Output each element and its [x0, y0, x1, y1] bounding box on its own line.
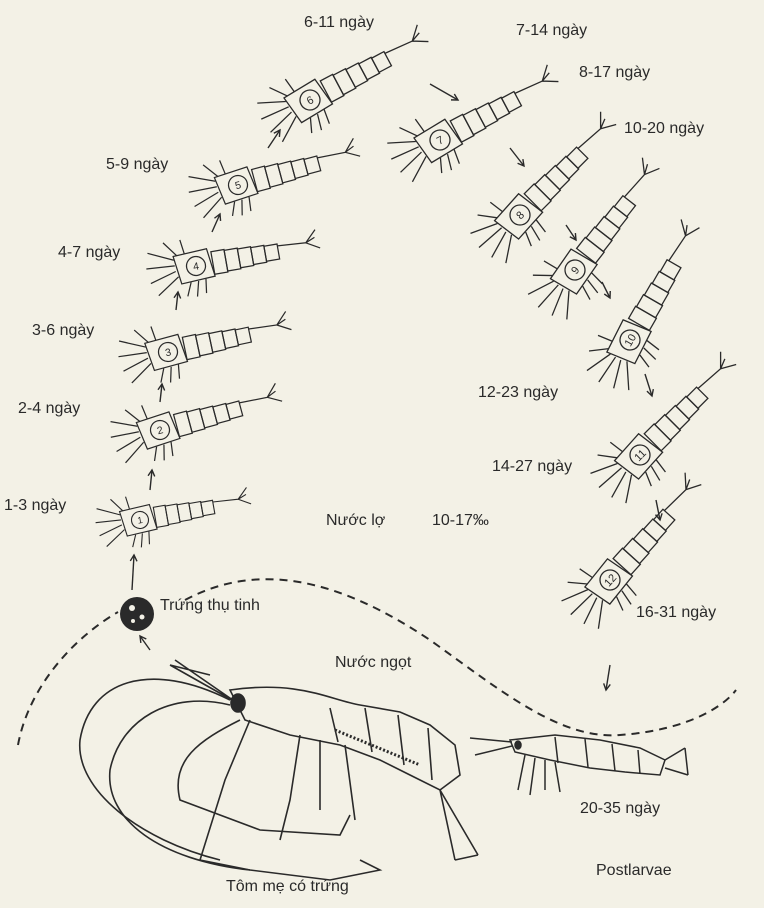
larva-stage-number: 3 — [164, 347, 172, 359]
stage-6-days-label: 6-11 ngày — [304, 14, 374, 32]
stage-9-days-label: 10-20 ngày — [624, 120, 704, 138]
larva-stage-number: 11 — [632, 447, 649, 464]
stage-11-days-label: 14-27 ngày — [492, 458, 572, 476]
stage-5-days-label: 5-9 ngày — [106, 156, 168, 174]
fertilized-egg-label: Trứng thụ tinh — [160, 597, 260, 615]
larva-11: 11 — [582, 340, 756, 514]
larva-stage-number: 8 — [514, 209, 527, 222]
stage-10-days-label: 12-23 ngày — [478, 384, 558, 402]
larva-stage-number: 6 — [305, 94, 316, 107]
mother-shrimp-label: Tôm mẹ có trứng — [226, 878, 349, 896]
fertilized-egg-icon — [120, 597, 154, 631]
larva-stage-number: 2 — [156, 425, 165, 437]
stage-arrow — [430, 84, 458, 100]
stage-4-days-label: 4-7 ngày — [58, 244, 120, 262]
larva-4: 4 — [142, 216, 324, 304]
postlarvae-label: Postlarvae — [596, 862, 672, 880]
stage-arrow — [510, 148, 524, 166]
larva-stage-number: 4 — [192, 261, 200, 273]
larva-10: 10 — [578, 211, 724, 401]
larva-1: 1 — [92, 475, 255, 554]
larva-8: 8 — [462, 100, 636, 274]
larva-stage-number: 1 — [137, 515, 144, 526]
larva-stage-number: 5 — [234, 180, 243, 192]
postlarva-days-label: 20-35 ngày — [580, 800, 660, 818]
larva-2: 2 — [105, 370, 289, 472]
stage-3-days-label: 3-6 ngày — [32, 322, 94, 340]
stage-8-days-label: 8-17 ngày — [579, 64, 650, 82]
postlarva-drawing — [470, 735, 688, 795]
mother-shrimp-drawing — [80, 660, 478, 880]
larva-3: 3 — [114, 298, 297, 392]
stage-2-days-label: 2-4 ngày — [18, 400, 80, 418]
stage-12-days-label: 16-31 ngày — [636, 604, 716, 622]
stage-7-days-label: 7-14 ngày — [516, 22, 587, 40]
stage-arrow — [132, 555, 134, 590]
brackish-water-label: Nước lợ — [326, 512, 385, 530]
fresh-water-label: Nước ngọt — [335, 654, 411, 672]
stage-1-days-label: 1-3 ngày — [4, 497, 66, 515]
larva-stage-number: 10 — [623, 332, 640, 349]
larva-stage-number: 7 — [435, 134, 446, 147]
larva-5: 5 — [183, 125, 367, 227]
salinity-label: 10-17‰ — [432, 512, 489, 530]
larva-7: 7 — [380, 52, 572, 193]
larva-stage-number: 9 — [569, 265, 582, 277]
